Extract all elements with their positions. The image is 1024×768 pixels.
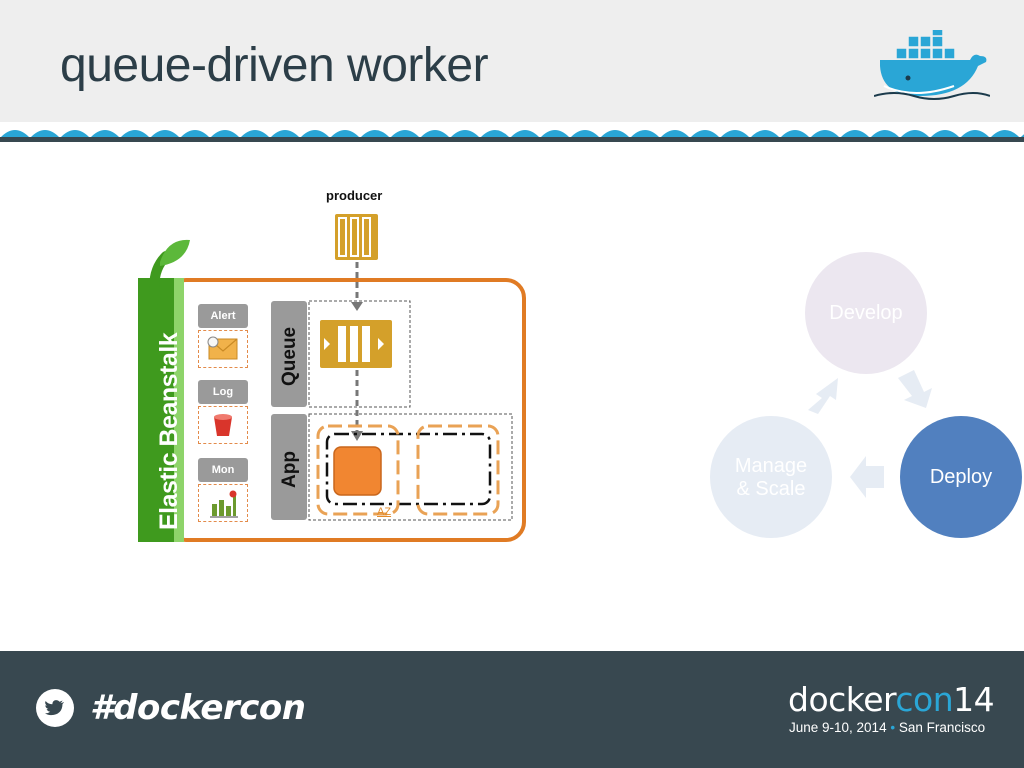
log-box	[198, 406, 248, 444]
slide-footer	[0, 651, 1024, 768]
auto-scaling-group	[325, 432, 492, 506]
twitter-bird-icon	[44, 700, 64, 716]
alert-box	[198, 330, 248, 368]
hashtag-text: #dockercon	[90, 688, 306, 728]
queue-label: Queue	[279, 326, 300, 386]
cycle-arrow-manage-to-develop	[808, 378, 838, 414]
cycle-arrow-deploy-to-manage	[850, 456, 884, 498]
slide-header	[0, 0, 1024, 132]
wave-divider	[0, 122, 1024, 148]
dockercon-logo: dockercon14	[788, 680, 995, 719]
log-tab: Log	[198, 380, 248, 404]
manage-scale-label-line1: Manage	[734, 455, 808, 477]
slide-title: queue-driven worker	[60, 39, 489, 92]
availability-zone-1	[316, 424, 400, 516]
deploy-circle[interactable]	[900, 416, 1022, 538]
separator-dot: •	[890, 720, 896, 735]
logo-con: con	[895, 680, 954, 719]
mon-tab: Mon	[198, 458, 248, 482]
alert-tab: Alert	[198, 304, 248, 328]
sqs-queue-icon	[320, 320, 392, 368]
producer-label: producer	[326, 188, 383, 203]
app-tab	[271, 414, 307, 520]
develop-circle	[805, 252, 927, 374]
develop-label: Develop	[829, 302, 903, 324]
docker-whale-icon	[874, 30, 990, 100]
logo-year: 14	[953, 680, 995, 719]
deploy-label: Deploy	[929, 466, 993, 488]
producer-queue-icon	[335, 214, 378, 260]
twitter-icon[interactable]	[36, 689, 74, 727]
manage-scale-label-line2: & Scale	[736, 478, 806, 500]
az-label: AZ	[377, 506, 392, 518]
event-date-location: June 9-10, 2014 • San Francisco	[789, 720, 985, 735]
event-date: June 9-10, 2014	[789, 720, 887, 735]
beanstalk-leaf-icon	[149, 239, 190, 305]
elastic-beanstalk-label: Elastic Beanstalk	[155, 332, 183, 530]
mon-box	[198, 484, 248, 522]
app-label: App	[279, 451, 300, 488]
queue-tab	[271, 301, 307, 407]
worker-instance	[333, 446, 382, 496]
manage-scale-circle	[710, 416, 832, 538]
event-location: San Francisco	[898, 720, 986, 735]
logo-docker: docker	[788, 680, 896, 719]
cycle-arrow-develop-to-deploy	[898, 370, 932, 408]
availability-zone-2	[416, 424, 500, 516]
